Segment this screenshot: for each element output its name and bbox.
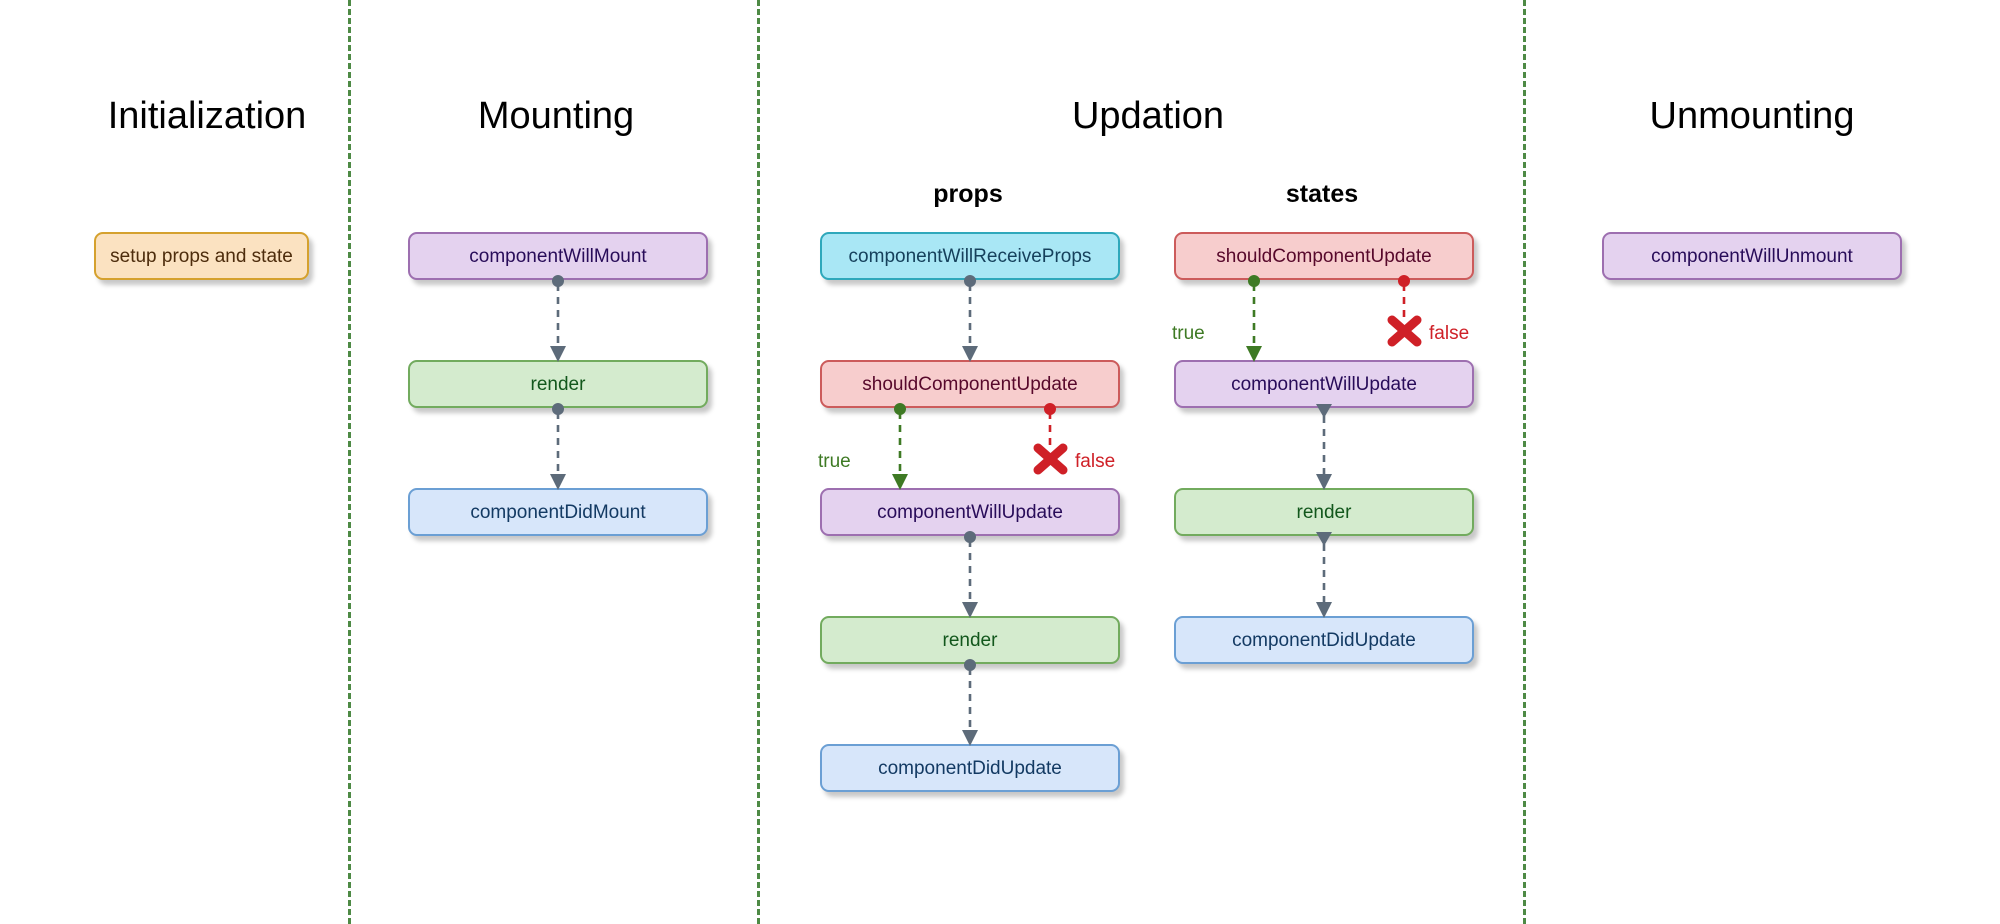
connector-states-branch-false — [1387, 275, 1422, 347]
connector-props-branch-true — [892, 403, 908, 490]
branch-label-props-true: true — [818, 451, 851, 472]
phase-title-initialization: Initialization — [107, 95, 307, 137]
connector-props-render-to-didupdate — [962, 659, 978, 746]
connector-mounting-render-to-didmount — [550, 403, 566, 490]
phase-title-unmounting: Unmounting — [1649, 95, 1855, 137]
connector-props-branch-false — [1033, 403, 1068, 475]
node-component-will-mount[interactable]: componentWillMount — [408, 232, 708, 280]
column-divider-2 — [757, 0, 760, 924]
node-props-component-will-update[interactable]: componentWillUpdate — [820, 488, 1120, 536]
subcolumn-title-props: props — [933, 180, 1003, 208]
phase-title-updation: Updation — [1071, 95, 1225, 137]
connector-props-receiveprops-to-shouldupdate — [962, 275, 978, 362]
connector-props-willupdate-to-render — [962, 531, 978, 618]
node-states-render[interactable]: render — [1174, 488, 1474, 536]
subcolumn-title-states: states — [1285, 180, 1359, 208]
node-states-component-will-update[interactable]: componentWillUpdate — [1174, 360, 1474, 408]
column-divider-3 — [1523, 0, 1526, 924]
node-component-did-mount[interactable]: componentDidMount — [408, 488, 708, 536]
branch-label-states-false: false — [1429, 323, 1470, 344]
connector-states-branch-true — [1246, 275, 1262, 362]
connector-states-render-to-didupdate — [1316, 532, 1332, 618]
branch-label-states-true: true — [1172, 323, 1205, 344]
node-states-should-component-update[interactable]: shouldComponentUpdate — [1174, 232, 1474, 280]
node-props-should-component-update[interactable]: shouldComponentUpdate — [820, 360, 1120, 408]
node-component-will-receive-props[interactable]: componentWillReceiveProps — [820, 232, 1120, 280]
branch-label-props-false: false — [1075, 451, 1116, 472]
node-setup-props-and-state[interactable]: setup props and state — [94, 232, 309, 280]
phase-title-mounting: Mounting — [477, 95, 635, 137]
node-component-will-unmount[interactable]: componentWillUnmount — [1602, 232, 1902, 280]
node-props-component-did-update[interactable]: componentDidUpdate — [820, 744, 1120, 792]
connector-states-willupdate-to-render — [1316, 404, 1332, 490]
column-divider-1 — [348, 0, 351, 924]
connector-mounting-willmount-to-render — [550, 275, 566, 362]
